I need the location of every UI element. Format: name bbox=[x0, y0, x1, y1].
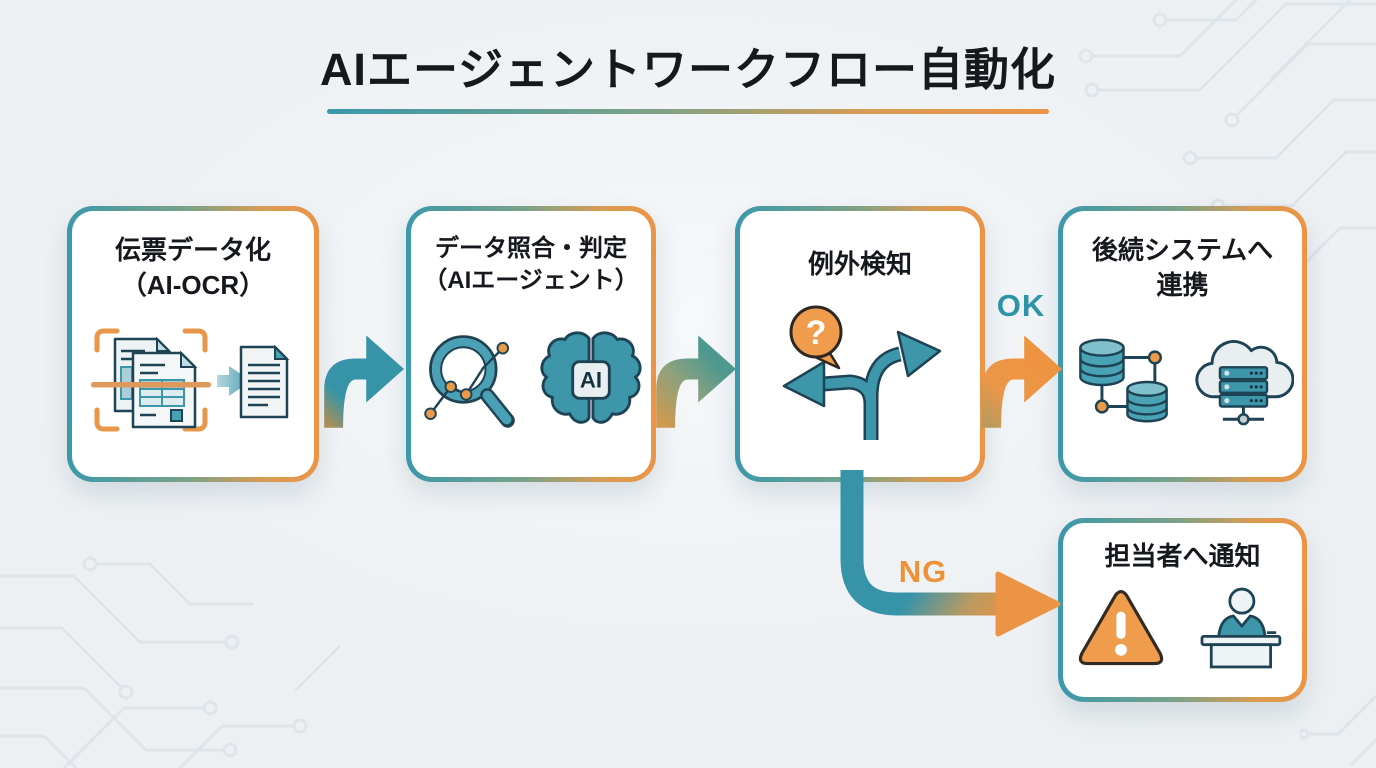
label-line-1: データ照合・判定 bbox=[435, 235, 627, 262]
flow-step-ocr: 伝票データ化 （AI-OCR） bbox=[67, 206, 319, 482]
digital-document-icon bbox=[239, 344, 290, 419]
arrow-right-icon bbox=[217, 365, 251, 396]
database-cylinder-icon bbox=[1078, 338, 1125, 387]
flow-arrow-1-icon bbox=[324, 335, 404, 428]
magnifier-chart-icon bbox=[424, 335, 515, 428]
question-bubble-icon: ? bbox=[789, 305, 842, 370]
header: AIエージェントワークフロー自動化 bbox=[0, 44, 1376, 114]
exception-icon-zone: ? bbox=[746, 282, 974, 463]
label-line-1: 例外検知 bbox=[807, 249, 912, 279]
branch-arrow-right-icon bbox=[896, 331, 941, 378]
label-line-1: 伝票データ化 bbox=[114, 235, 271, 265]
flow-step-exception-label: 例外検知 bbox=[808, 247, 912, 282]
ng-edge-label: NG bbox=[898, 554, 948, 589]
notify-icon-zone bbox=[1069, 574, 1296, 683]
network-node-icon bbox=[1094, 399, 1109, 414]
label-line-2: 連携 bbox=[1156, 269, 1209, 300]
ocr-icon-zone bbox=[78, 303, 308, 463]
flow-step-matching-label: データ照合・判定 （AIエージェント） bbox=[423, 233, 639, 297]
flow-arrow-ok-icon bbox=[982, 335, 1062, 428]
circuit-pattern-bottom-left bbox=[0, 556, 340, 768]
cloud-server-icon bbox=[1194, 339, 1294, 426]
document-scan-icon bbox=[91, 328, 290, 432]
circuit-pattern-bottom-right bbox=[1300, 694, 1376, 766]
question-mark: ? bbox=[805, 314, 826, 352]
flow-step-exception: 例外検知 bbox=[735, 206, 985, 482]
downstream-icon-zone bbox=[1069, 303, 1296, 463]
network-node-icon bbox=[1236, 412, 1250, 426]
database-cylinder-icon bbox=[1125, 380, 1168, 423]
warning-triangle-icon bbox=[1078, 590, 1163, 666]
scan-frame-icon bbox=[94, 328, 208, 432]
label-line-2: （AIエージェント） bbox=[423, 267, 639, 295]
ai-brain-icon: AI bbox=[540, 331, 642, 424]
flow-step-notify: 担当者へ通知 bbox=[1058, 518, 1307, 702]
page-title: AIエージェントワークフロー自動化 bbox=[319, 44, 1057, 95]
ok-edge-label: OK bbox=[996, 288, 1046, 323]
server-rack-icon bbox=[1218, 365, 1268, 408]
label-line-1: 後続システムへ bbox=[1091, 235, 1274, 265]
flow-step-ocr-label: 伝票データ化 （AI-OCR） bbox=[115, 233, 271, 303]
scan-line-icon bbox=[91, 381, 211, 388]
database-network-icon bbox=[1078, 338, 1168, 423]
flow-arrow-ng-icon bbox=[840, 470, 1061, 637]
flow-arrow-2-icon bbox=[656, 335, 736, 428]
flow-step-matching: データ照合・判定 （AIエージェント） bbox=[406, 206, 656, 482]
invoice-front-icon bbox=[131, 350, 198, 429]
matching-icon-zone: AI bbox=[417, 297, 645, 463]
flow-step-downstream: 後続システムへ 連携 bbox=[1058, 206, 1307, 482]
flow-step-notify-label: 担当者へ通知 bbox=[1104, 539, 1260, 574]
label-line-2: （AI-OCR） bbox=[120, 269, 266, 300]
decision-branch-icon: ? bbox=[782, 305, 941, 441]
title-underline bbox=[327, 108, 1049, 114]
flow-step-downstream-label: 後続システムへ 連携 bbox=[1092, 233, 1273, 303]
label-line-1: 担当者へ通知 bbox=[1104, 541, 1261, 571]
network-node-icon bbox=[1147, 350, 1162, 365]
operator-desk-icon bbox=[1200, 588, 1281, 669]
branch-arrow-left-icon bbox=[782, 361, 825, 408]
ai-chip-label: AI bbox=[580, 368, 602, 393]
